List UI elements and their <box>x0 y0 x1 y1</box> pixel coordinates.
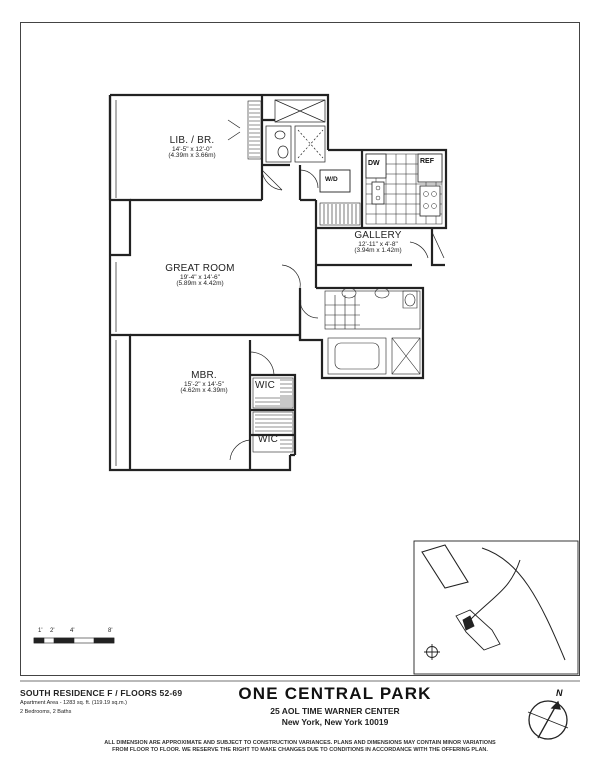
room-wic-2: WIC <box>258 434 279 445</box>
dishwasher-label: DW <box>368 160 380 167</box>
disclaimer-line-2: FROM FLOOR TO FLOOR. WE RESERVE THE RIGH… <box>112 746 488 753</box>
door-swings <box>227 119 445 461</box>
bath2-fixtures <box>324 287 421 375</box>
scale-label: 8' <box>108 628 113 634</box>
kitchen-floor <box>365 153 443 225</box>
residence-label: SOUTH RESIDENCE F / FLOORS 52-69 <box>20 688 183 698</box>
address-line-2: New York, New York 10019 <box>281 717 389 727</box>
scale-bar <box>33 637 115 644</box>
room-dimensions-m: (4.39m x 3.66m) <box>168 152 216 160</box>
room-dimensions-ft: 12'-11" x 4'-8" <box>358 240 398 248</box>
closet-gallery <box>319 202 361 226</box>
bath1-walls <box>260 95 290 167</box>
north-label: N <box>556 688 563 698</box>
key-plan <box>413 540 579 675</box>
room-gallery: GALLERY 12'-11" x 4'-8" (3.94m x 1.42m) <box>340 230 416 255</box>
room-mbr: MBR. 15'-2" x 14'-5" (4.62m x 4.39m) <box>162 370 246 395</box>
compass-rose <box>527 700 569 740</box>
disclaimer: ALL DIMENSION ARE APPROXIMATE AND SUBJEC… <box>45 740 555 754</box>
room-name: MBR. <box>191 370 217 381</box>
scale-label: 2' <box>50 628 55 634</box>
room-dimensions-ft: 19'-4" x 14'-6" <box>180 273 220 281</box>
room-dimensions-ft: 15'-2" x 14'-5" <box>184 380 224 388</box>
scale-label: 1' <box>38 628 43 634</box>
kitchen-walls <box>314 150 445 267</box>
washer-dryer <box>319 169 351 193</box>
room-dimensions-ft: 14'-5" x 12'-0" <box>172 145 212 153</box>
room-dimensions-m: (3.94m x 1.42m) <box>354 247 402 255</box>
room-name: GREAT ROOM <box>165 263 235 274</box>
room-dimensions-m: (4.62m x 4.39m) <box>180 387 228 395</box>
bath2-walls <box>298 265 425 380</box>
lib-br-walls <box>130 165 316 202</box>
bath1-fixtures <box>265 99 326 163</box>
refrigerator-label: REF <box>420 158 434 165</box>
closet-lib-br <box>247 100 262 160</box>
scale-label: 4' <box>70 628 75 634</box>
address-line-1: 25 AOL TIME WARNER CENTER <box>270 706 400 716</box>
drawing-frame <box>20 22 580 676</box>
room-dimensions-m: (5.89m x 4.42m) <box>176 280 224 288</box>
closet-wic-2 <box>252 411 294 453</box>
mbr-walls <box>248 340 297 470</box>
room-wic-1: WIC <box>255 380 276 391</box>
apartment-area: Apartment Area - 1283 sq. ft. (119.19 sq… <box>20 700 127 706</box>
closet-wic-1 <box>252 377 294 409</box>
room-count: 2 Bedrooms, 2 Baths <box>20 709 72 715</box>
room-lib-br: LIB. / BR. 14'-5" x 12'-0" (4.39m x 3.66… <box>150 135 234 160</box>
building-title: ONE CENTRAL PARK <box>238 684 432 703</box>
room-name: LIB. / BR. <box>169 135 215 146</box>
disclaimer-line-1: ALL DIMENSION ARE APPROXIMATE AND SUBJEC… <box>104 740 496 746</box>
exterior-wall-top <box>108 93 448 230</box>
room-great-room: GREAT ROOM 19'-4" x 14'-6" (5.89m x 4.42… <box>155 263 245 288</box>
great-room-walls <box>130 300 302 340</box>
washer-dryer-label: W/D <box>325 176 338 183</box>
room-name: GALLERY <box>354 230 402 241</box>
